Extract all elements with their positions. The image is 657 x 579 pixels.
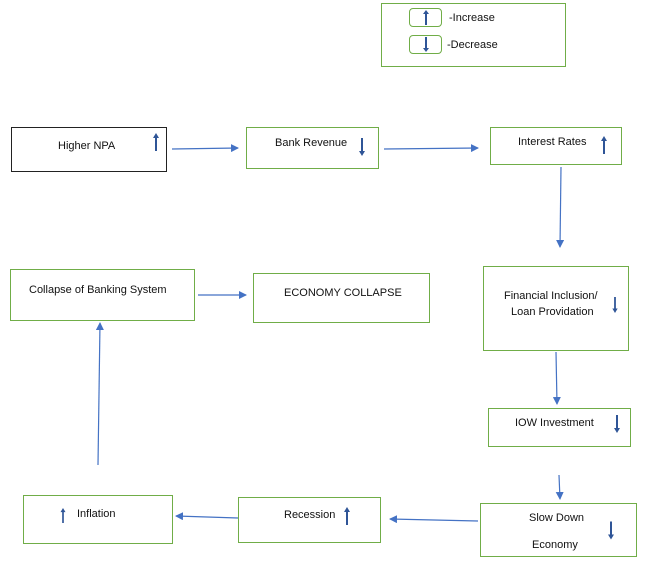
node-label: Inflation: [77, 508, 116, 520]
arrow-interest-to-inclusion: [556, 166, 565, 248]
node-higher-npa: Higher NPA: [11, 127, 167, 172]
arrow-slowdown-to-recession: [389, 515, 479, 524]
arrow-recession-to-inflation: [175, 512, 239, 521]
node-label-line1: Financial Inclusion/: [504, 290, 598, 302]
node-label-line2: Economy: [532, 539, 578, 551]
node-label: Bank Revenue: [275, 137, 348, 149]
arrow-up-icon: [423, 10, 429, 25]
node-economy-collapse: ECONOMY COLLAPSE: [253, 273, 430, 323]
node-label-line1: Slow Down: [529, 512, 585, 524]
arrow-up-icon: [60, 508, 66, 523]
node-recession: Recession: [238, 497, 381, 543]
node-interest-rates: Interest Rates: [490, 127, 622, 165]
node-label: Higher NPA: [58, 140, 116, 152]
arrow-inclusion-to-investment: [552, 351, 561, 405]
legend-decrease-key: [409, 35, 442, 54]
node-collapse-banking-system: Collapse of Banking System: [10, 269, 195, 321]
node-label: ECONOMY COLLAPSE: [284, 287, 402, 299]
arrow-investment-to-slowdown: [555, 474, 564, 500]
arrow-up-icon: [153, 133, 159, 151]
node-slow-down-economy: Slow Down Economy: [480, 503, 637, 557]
arrow-down-icon: [423, 37, 429, 52]
node-label: Interest Rates: [518, 136, 587, 148]
node-label: IOW Investment: [515, 417, 594, 429]
legend-box: -Increase -Decrease: [381, 3, 566, 67]
node-low-investment: IOW Investment: [488, 408, 631, 447]
arrow-revenue-to-interest: [383, 144, 479, 153]
node-bank-revenue: Bank Revenue: [246, 127, 379, 169]
arrow-down-icon: [359, 138, 365, 156]
arrow-up-icon: [601, 136, 607, 154]
arrow-down-icon: [608, 521, 614, 540]
node-label: Collapse of Banking System: [29, 284, 167, 296]
node-inflation: Inflation: [23, 495, 173, 544]
arrow-inflation-to-collapse: [95, 322, 104, 466]
legend-decrease-label: -Decrease: [447, 39, 498, 51]
arrow-npa-to-revenue: [171, 144, 239, 153]
node-label: Recession: [284, 509, 336, 521]
arrow-down-icon: [614, 415, 620, 433]
legend-increase-label: -Increase: [449, 12, 495, 24]
node-financial-inclusion: Financial Inclusion/ Loan Providation: [483, 266, 629, 351]
legend-increase-key: [409, 8, 442, 27]
node-label-line2: Loan Providation: [511, 306, 594, 318]
arrow-down-icon: [612, 297, 618, 313]
arrow-up-icon: [344, 507, 350, 525]
